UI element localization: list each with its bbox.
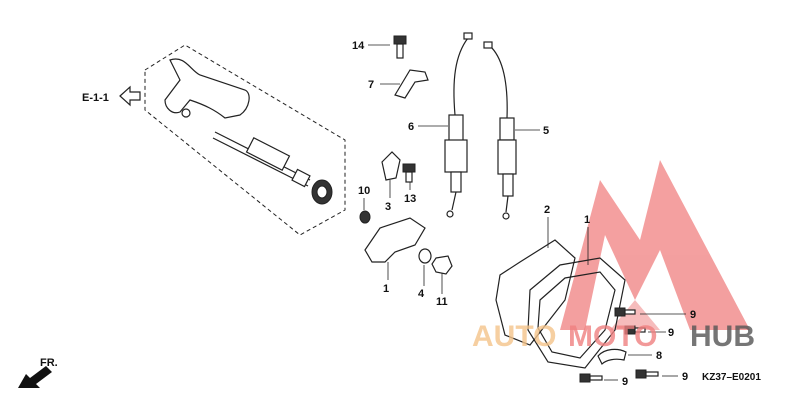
callout-7: 7 <box>368 79 374 91</box>
reference-arrow-icon <box>119 85 141 107</box>
watermark-logo <box>560 160 750 330</box>
gasket-2 <box>495 239 576 346</box>
callout-6: 6 <box>408 121 414 133</box>
callout-2: 2 <box>544 204 550 216</box>
washer-11 <box>418 248 432 264</box>
throttle-cable-5 <box>483 41 517 220</box>
washer-10 <box>359 210 371 224</box>
bolt-13 <box>402 163 416 183</box>
watermark-text: AUTO MOTO HUB <box>472 320 755 353</box>
callout-11: 4 <box>418 288 425 300</box>
bolt-14 <box>393 35 407 59</box>
cover-1 <box>527 257 626 369</box>
shift-shaft <box>212 131 311 188</box>
cable-bracket <box>394 69 429 99</box>
callout-5: 5 <box>543 125 549 137</box>
bolt-9-d <box>635 369 659 379</box>
throttle-cable-6 <box>444 32 473 218</box>
callout-12: 11 <box>436 296 448 308</box>
callout-9-a: 9 <box>690 309 696 321</box>
callout-1-label: 1 <box>584 214 590 226</box>
subassembly-outline <box>144 44 346 236</box>
svg-text:MOTO: MOTO <box>568 320 657 353</box>
callout-9-b: 9 <box>668 327 674 339</box>
svg-text:AUTO: AUTO <box>472 320 556 353</box>
reference-label: E-1-1 <box>82 92 109 104</box>
plate-3 <box>381 151 401 181</box>
bolt-9-b <box>624 325 646 335</box>
callout-14: 14 <box>352 40 365 52</box>
callout-3: 3 <box>385 201 391 213</box>
callout-4: 1 <box>383 283 389 295</box>
joint-4 <box>364 217 426 263</box>
shift-lever <box>164 58 250 119</box>
bolt-9-c <box>579 373 603 383</box>
callout-13: 13 <box>404 193 416 205</box>
direction-label: FR. <box>40 357 58 369</box>
callout-8: 8 <box>656 350 662 362</box>
callout-9-d: 9 <box>682 371 688 383</box>
oil-seal <box>311 179 333 205</box>
callout-10: 10 <box>358 185 370 197</box>
drawing-code: KZ37–E0201 <box>702 372 761 383</box>
nut-12 <box>431 255 453 275</box>
callout-9-c: 9 <box>622 376 628 388</box>
bolt-9-a <box>614 307 636 317</box>
front-direction-arrow-icon <box>18 366 52 388</box>
svg-text:HUB: HUB <box>690 320 755 353</box>
clamp-8 <box>597 348 627 366</box>
